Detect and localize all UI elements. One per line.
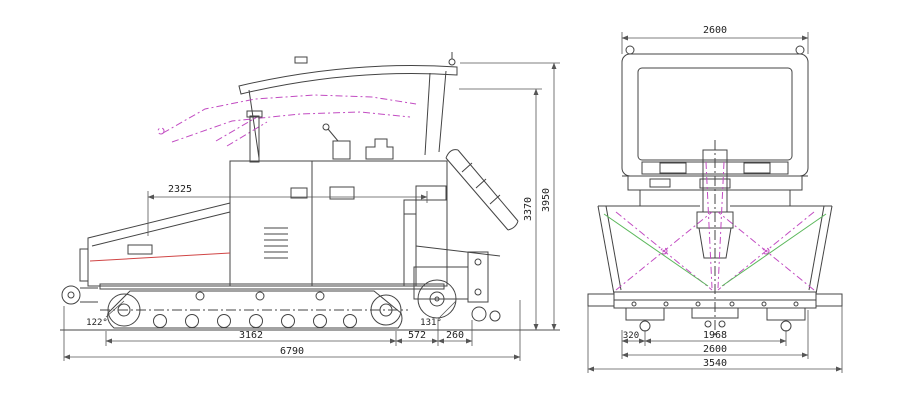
push-roller — [61, 285, 98, 305]
crawler-track — [100, 288, 408, 331]
screed-extension-right — [815, 293, 843, 307]
svg-text:3370: 3370 — [523, 197, 534, 221]
dim-track-gauge: 1968 — [644, 330, 787, 346]
side-view-dimensions: 2325 3370 3950 3162 572 260 — [63, 62, 560, 361]
dim-canopy-height: 3370 — [459, 88, 542, 331]
svg-text:122°: 122° — [86, 318, 108, 328]
svg-text:2325: 2325 — [168, 184, 192, 195]
auger-assembly — [603, 161, 827, 291]
svg-text:1968: 1968 — [703, 330, 727, 341]
hopper — [79, 202, 231, 287]
seat — [365, 138, 394, 160]
beacon-icon — [625, 45, 635, 55]
hopper-stripe — [89, 252, 231, 262]
beacon-icon — [795, 45, 805, 55]
screed-assembly — [403, 149, 519, 322]
dim-upper-length: 2325 — [147, 184, 428, 236]
cab-window — [637, 67, 793, 161]
vent-grille — [264, 227, 288, 259]
svg-text:572: 572 — [408, 330, 426, 341]
operator-station — [322, 123, 394, 160]
svg-text:2600: 2600 — [703, 344, 727, 355]
front-view-dimensions: 2600 320 1968 2600 3540 — [587, 25, 843, 373]
screed-plate — [587, 291, 843, 332]
dim-track-length: 3162 — [105, 330, 397, 346]
svg-text:3950: 3950 — [541, 188, 552, 212]
svg-text:2600: 2600 — [703, 25, 727, 36]
brand-logo — [127, 244, 153, 255]
svg-text:260: 260 — [446, 330, 464, 341]
idler-wheel — [370, 294, 402, 326]
steering-wheel — [322, 123, 330, 131]
deck — [627, 175, 803, 206]
drive-sprocket — [107, 293, 141, 327]
engine-body — [99, 160, 448, 290]
dim-overall-width: 3540 — [587, 306, 843, 373]
canopy — [238, 52, 458, 159]
svg-text:3540: 3540 — [703, 358, 727, 369]
svg-text:6790: 6790 — [280, 346, 304, 357]
side-view — [60, 52, 560, 331]
dim-rear-angle: 131° — [420, 300, 457, 328]
beacon-icon — [448, 58, 456, 66]
console — [332, 140, 351, 160]
cab-frame — [621, 45, 809, 177]
dim-overall-height: 3950 — [460, 62, 560, 331]
svg-text:131°: 131° — [420, 318, 442, 328]
hopper-walls — [597, 205, 833, 295]
canopy-folded-position — [157, 94, 417, 147]
dim-track-shoe-width: 320 — [621, 330, 646, 346]
front-view — [587, 45, 843, 338]
svg-text:3162: 3162 — [239, 330, 263, 341]
screed-extension-left — [587, 293, 615, 307]
dim-front-angle: 122° — [86, 300, 125, 328]
center-tower — [696, 149, 734, 259]
svg-text:320: 320 — [623, 331, 639, 341]
exhaust-stack — [246, 110, 263, 163]
dim-rear-overhang: 260 — [437, 320, 473, 346]
dim-roof-width: 2600 — [621, 25, 809, 54]
handrail-ladder — [445, 149, 519, 231]
dim-overall-length: 6790 — [63, 300, 521, 361]
dim-hopper-width: 2600 — [621, 310, 809, 359]
